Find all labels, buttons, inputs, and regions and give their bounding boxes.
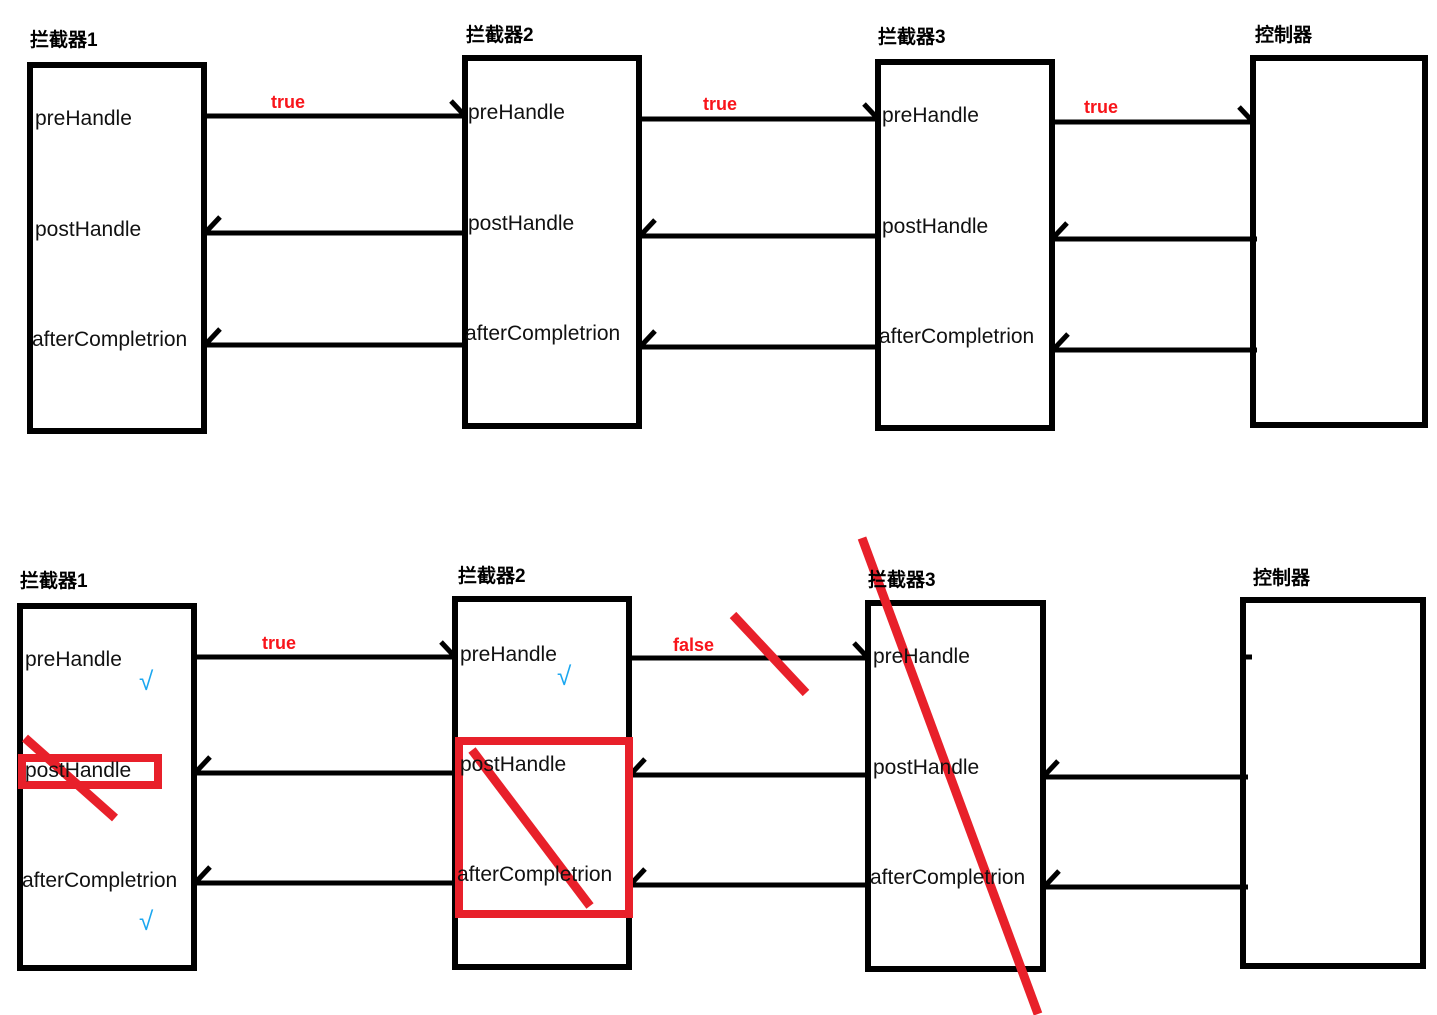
annotation-strike-i1-posthandle [22, 734, 118, 822]
annotation-strike-interceptor3 [857, 536, 1043, 1015]
check-icon-i1-prehandle: √ [139, 666, 154, 696]
top-box-interceptor1 [27, 62, 207, 434]
top-i1-prehandle-label: preHandle [35, 107, 132, 130]
top-edge-label-true-2: true [703, 94, 738, 114]
top-i1-aftercompletion-label: afterCompletrion [32, 328, 188, 351]
annotation-frame-i2-post-after [455, 737, 633, 918]
top-arrowhead-after-c-3 [1051, 332, 1070, 352]
bottom-i1-aftercompletion-label: afterCompletrion [22, 869, 178, 892]
top-arrowhead-post-3-2 [638, 218, 657, 238]
top-edge-label-true-3: true [1084, 97, 1119, 117]
bottom-arrowhead-pre-1-2 [439, 640, 458, 660]
bottom-i2-posthandle-label: postHandle [460, 753, 567, 776]
bottom-arrowhead-post-2-1 [193, 755, 212, 775]
top-arrowhead-pre-1-2 [449, 99, 468, 119]
top-arrowhead-after-3-2 [638, 329, 657, 349]
top-i2-posthandle-label: postHandle [468, 212, 575, 235]
bottom-title-interceptor1: 拦截器1 [20, 571, 88, 592]
bottom-i2-prehandle-label: preHandle [460, 643, 557, 666]
top-box-controller [1250, 55, 1428, 428]
top-arrowhead-after-2-1 [203, 327, 222, 347]
top-i2-aftercompletion-label: afterCompletrion [465, 322, 621, 345]
bottom-edge-label-false: false [673, 635, 715, 655]
top-i1-posthandle-label: postHandle [35, 218, 142, 241]
top-arrowhead-post-2-1 [203, 215, 222, 235]
bottom-arrowhead-after-2-1 [193, 865, 212, 885]
bottom-title-controller: 控制器 [1253, 568, 1311, 589]
top-i2-prehandle-label: preHandle [468, 101, 565, 124]
top-edge-label-true-1: true [271, 92, 306, 112]
bottom-title-interceptor2: 拦截器2 [458, 566, 526, 587]
top-i3-prehandle-label: preHandle [882, 104, 979, 127]
check-icon-i2-prehandle: √ [557, 661, 572, 691]
top-box-interceptor2 [462, 55, 642, 429]
bottom-i3-posthandle-label: postHandle [873, 756, 980, 779]
top-title-interceptor2: 拦截器2 [466, 25, 534, 46]
check-icon-i1-aftercompletion: √ [139, 906, 154, 936]
bottom-i2-aftercompletion-label: afterCompletrion [457, 863, 613, 886]
bottom-arrowhead-after-c-3 [1042, 869, 1061, 889]
top-i3-posthandle-label: postHandle [882, 215, 989, 238]
bottom-box-controller [1240, 597, 1426, 969]
top-title-interceptor3: 拦截器3 [878, 27, 946, 48]
top-arrowhead-post-c-3 [1050, 221, 1069, 241]
annotation-strike-false-edge [729, 611, 810, 697]
bottom-title-interceptor3: 拦截器3 [868, 570, 936, 591]
bottom-i1-prehandle-label: preHandle [25, 648, 122, 671]
annotation-frame-i1-posthandle [18, 754, 162, 789]
bottom-i3-aftercompletion-label: afterCompletrion [870, 866, 1026, 889]
bottom-arrowhead-post-c-3 [1041, 759, 1060, 779]
bottom-i1-posthandle-label: postHandle [25, 759, 132, 782]
bottom-i3-prehandle-label: preHandle [873, 645, 970, 668]
bottom-edge-label-true: true [262, 633, 297, 653]
top-title-controller: 控制器 [1255, 25, 1313, 46]
bottom-arrowhead-pre-2-3 [852, 641, 871, 661]
top-arrowhead-pre-2-3 [862, 102, 881, 122]
top-i3-aftercompletion-label: afterCompletrion [879, 325, 1035, 348]
top-title-interceptor1: 拦截器1 [30, 30, 98, 51]
top-arrowhead-pre-3-c [1237, 105, 1256, 125]
top-box-interceptor3 [875, 59, 1055, 431]
annotation-strike-i2-post-after [468, 747, 594, 909]
